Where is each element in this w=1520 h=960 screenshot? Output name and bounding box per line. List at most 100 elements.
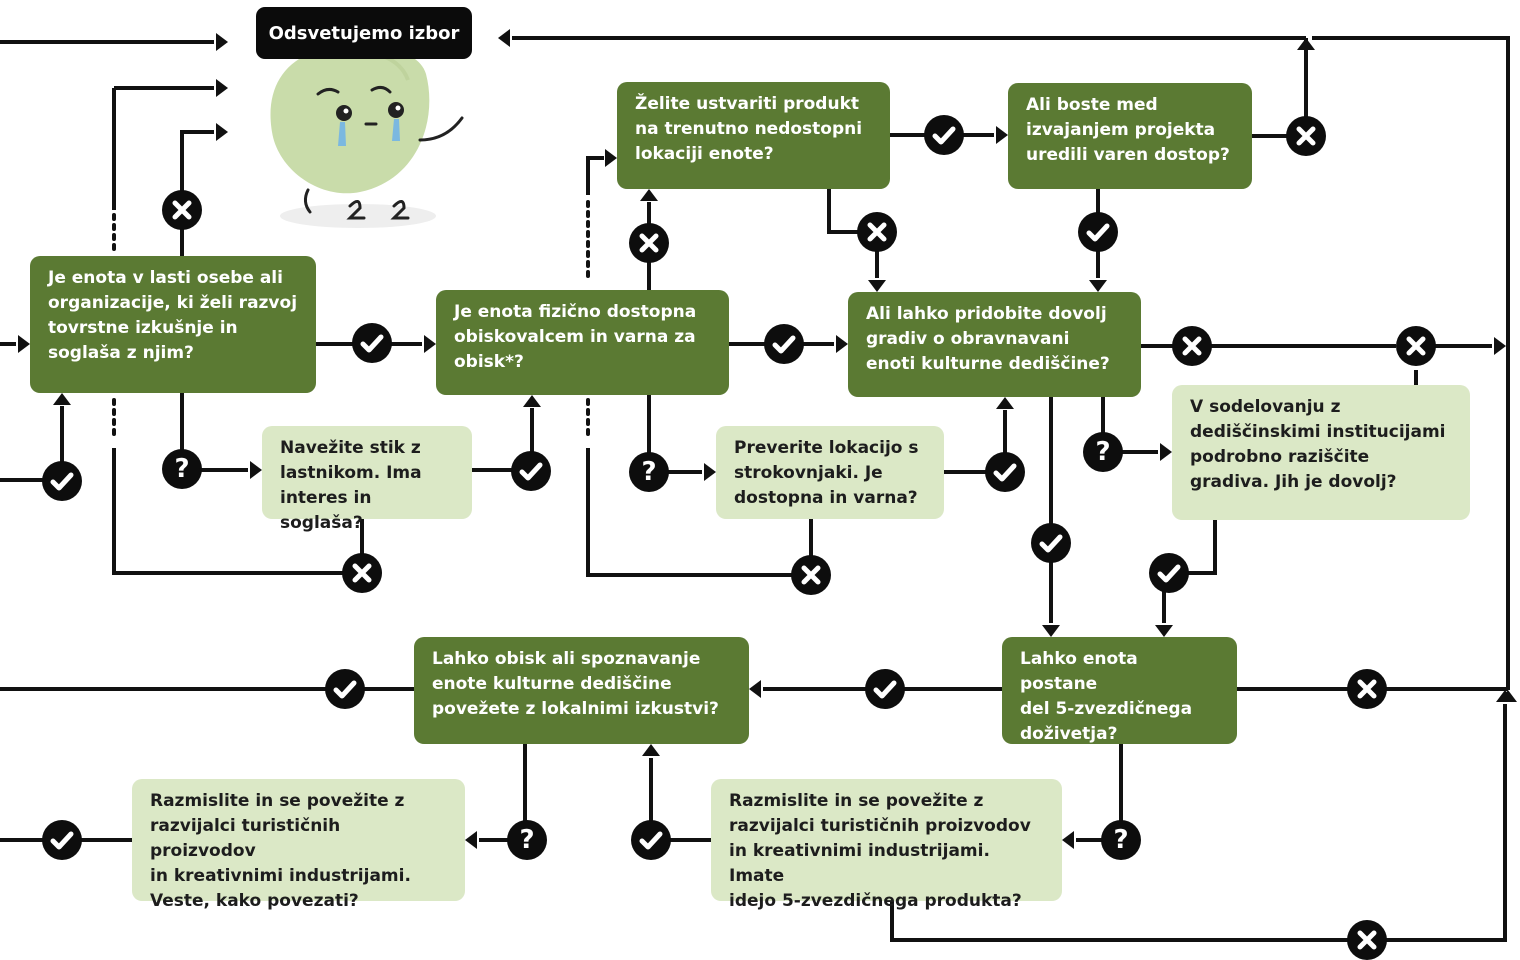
expert-check-step: Preverite lokacijo s strokovnjaki. Je do… (716, 426, 944, 519)
question-icon: ? (629, 452, 669, 492)
cross-icon (1172, 326, 1212, 366)
check-mark (50, 472, 74, 491)
check-mark (873, 680, 897, 699)
research-yes-line (1162, 520, 1217, 623)
arrow-head (216, 33, 228, 51)
arrow-head (1160, 443, 1172, 461)
question-glyph: ? (641, 457, 657, 487)
check-icon (985, 452, 1025, 492)
expert-no-line (586, 448, 813, 577)
cross-mark (1357, 930, 1377, 950)
local-experiences-question: Lahko obisk ali spoznavanje enote kultur… (414, 637, 749, 744)
cross-icon (1286, 116, 1326, 156)
check-icon (511, 451, 551, 491)
cross-mark (639, 233, 659, 253)
accessibility-question: Je enota fizično dostopna obiskovalcem i… (436, 290, 729, 395)
cross-mark (867, 222, 887, 242)
arrow-head (465, 831, 477, 849)
check-icon (325, 669, 365, 709)
cross-mark (352, 563, 372, 583)
product-no-line (827, 189, 879, 278)
check-icon (352, 323, 392, 363)
check-icon (764, 324, 804, 364)
cross-icon (629, 223, 669, 263)
arrow-head (498, 29, 510, 47)
cross-icon (342, 553, 382, 593)
contact-no-line (112, 448, 364, 575)
cross-mark (1406, 336, 1426, 356)
arrow-head (996, 397, 1014, 409)
cross-icon (791, 555, 831, 595)
arrow-head (53, 393, 71, 405)
arrow-head (640, 189, 658, 201)
check-mark (639, 831, 663, 850)
connect-developers-step: Razmislite in se povežite z razvijalci t… (132, 779, 465, 911)
question-glyph: ? (174, 454, 190, 484)
arrow-head (642, 744, 660, 756)
arrow-head (216, 123, 228, 141)
check-mark (1039, 534, 1063, 553)
check-mark (360, 334, 384, 353)
question-icon: ? (162, 449, 202, 489)
arrow-head (1042, 625, 1060, 637)
cross-mark (801, 565, 821, 585)
arrow-head (1062, 831, 1074, 849)
arrow-head (216, 79, 228, 97)
check-mark (772, 335, 796, 354)
arrow-head (424, 335, 436, 353)
cross-icon (1347, 920, 1387, 960)
check-mark (993, 463, 1017, 482)
check-mark (519, 462, 543, 481)
contact-owner-step: Navežite stik z lastnikom. Ima interes i… (262, 426, 472, 533)
arrow-head (605, 149, 617, 167)
check-icon (1149, 553, 1189, 593)
arrow-head (1494, 337, 1506, 355)
check-mark (50, 831, 74, 850)
inaccessible-location-question: Želite ustvariti produkt na trenutno ned… (617, 82, 890, 189)
check-icon (865, 669, 905, 709)
return-line-right (1312, 36, 1510, 690)
line-to-product-q (586, 156, 604, 195)
arrow-head (749, 680, 761, 698)
question-icon: ? (507, 820, 547, 860)
cross-mark (1182, 336, 1202, 356)
question-glyph: ? (1095, 437, 1111, 467)
question-icon: ? (1101, 820, 1141, 860)
arrow-head (1155, 625, 1173, 637)
check-icon (1078, 212, 1118, 252)
check-icon (42, 820, 82, 860)
cross-icon (857, 212, 897, 252)
research-materials-step: V sodelovanju z dediščinskimi institucij… (1172, 385, 1470, 520)
check-mark (1086, 223, 1110, 242)
five-star-idea-step: Razmislite in se povežite z razvijalci t… (711, 779, 1062, 911)
check-mark (932, 126, 956, 145)
cross-mark (1296, 126, 1316, 146)
check-icon (631, 820, 671, 860)
arrow-head (868, 280, 886, 292)
arrow-head (1297, 38, 1315, 50)
five-star-idea-no-line (890, 704, 1507, 942)
check-icon (42, 461, 82, 501)
check-mark (333, 680, 357, 699)
arrow-head (836, 335, 848, 353)
arrow-head (996, 126, 1008, 144)
arrow-head (18, 335, 30, 353)
question-icon: ? (1083, 432, 1123, 472)
cross-mark (1357, 679, 1377, 699)
check-mark (1157, 564, 1181, 583)
cross-mark (172, 200, 192, 220)
arrow-head (250, 461, 262, 479)
five-star-question: Lahko enota postane del 5-zvezdičnega do… (1002, 637, 1237, 744)
materials-question: Ali lahko pridobite dovolj gradiv o obra… (848, 292, 1141, 397)
cross-icon (162, 190, 202, 230)
check-icon (924, 115, 964, 155)
safe-access-question: Ali boste med izvajanjem projekta uredil… (1008, 83, 1252, 189)
arrow-head (1496, 690, 1514, 702)
question-glyph: ? (519, 825, 535, 855)
crying-mascot-icon (270, 43, 464, 228)
arrow-head (704, 463, 716, 481)
recommendation-title: Odsvetujemo izbor (256, 7, 472, 59)
arrow-head (523, 395, 541, 407)
question-glyph: ? (1113, 825, 1129, 855)
